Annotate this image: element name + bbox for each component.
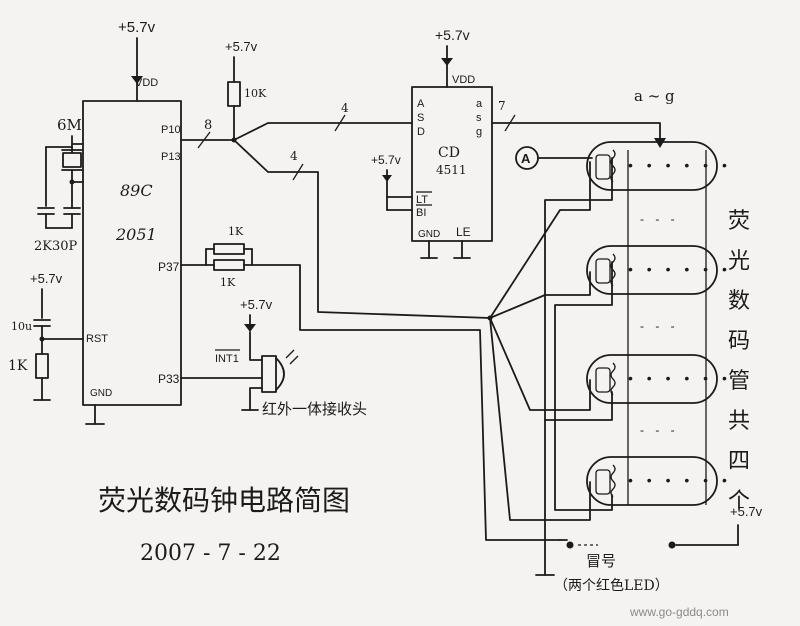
mcu-vdd-label: VDD <box>135 77 158 89</box>
mcu-pin-gnd: GND <box>90 388 112 399</box>
reset-resistor <box>35 353 49 379</box>
mcu-pin-rst: RST <box>86 333 108 345</box>
pullup-value-label: 10K <box>244 87 267 100</box>
decoder-name-line2: 4511 <box>436 163 467 177</box>
svg-text:• • • • • •: • • • • • • <box>628 370 732 386</box>
vfd-display-group: A • • • • • • - - - • • • • • • - - - • … <box>487 141 732 576</box>
decoder-pin-a: A <box>417 98 425 110</box>
svg-text:• • • • • •: • • • • • • <box>628 261 732 277</box>
decoder-pin-s: S <box>417 112 424 124</box>
colon-led-2 <box>668 541 676 549</box>
decoder-pin-lt: LT <box>416 194 428 206</box>
segment-bus-arrow <box>654 138 666 148</box>
decoder-bus-in-count: 4 <box>341 101 349 115</box>
ir-power-label: +5.7v <box>240 297 273 312</box>
resistor-2-label: 1K <box>220 276 236 289</box>
svg-text:• • • • • •: • • • • • • <box>628 157 732 173</box>
node-a-label: A <box>521 151 531 166</box>
mcu-pin-p37: P37 <box>158 260 180 274</box>
vfd-tube-2: • • • • • • <box>586 245 732 295</box>
mcu-pin-int1: INT1 <box>215 353 239 365</box>
decoder-power-arrow <box>441 58 453 66</box>
resistor-1-label: 1K <box>228 225 244 238</box>
mcu-power-arrow <box>131 76 143 84</box>
bus-wiring: 8 4 4 <box>180 101 491 319</box>
decoder-power-label: +5.7v <box>435 27 470 43</box>
mcu-bus-count: 8 <box>204 118 212 133</box>
decoder-out-s: s <box>476 112 482 124</box>
decoder-chip: +5.7v VDD A S D a s g CD 4511 LT BI GND … <box>371 27 675 259</box>
colon-sublabel: （两个红色LED） <box>554 577 669 594</box>
ir-receiver: +5.7v 红外一体接收头 <box>180 297 367 418</box>
segment-bus-label: a ~ g <box>634 87 675 105</box>
mcu-name-line1: 89C <box>120 181 153 200</box>
crystal-caps-label: 2K30P <box>34 239 78 254</box>
p37-resistors: 1K 1K <box>180 225 561 541</box>
tube-spacer-1: - - - <box>640 212 679 226</box>
decoder-pin-d: D <box>417 126 425 138</box>
colon-label: 冒号 <box>586 552 616 570</box>
lt-bi-power-label: +5.7v <box>371 153 401 167</box>
mcu-name-line2: 2051 <box>115 225 157 244</box>
decoder-out-g: g <box>476 126 482 138</box>
vlabel-char-3: 数 <box>728 289 750 314</box>
decoder-pin-le: LE <box>456 225 471 239</box>
crystal-circuit: 6M 2K30P <box>34 116 84 254</box>
vlabel-char-2: 光 <box>728 249 750 274</box>
mcu-chip: +5.7v VDD 89C 2051 P10 P13 P37 INT1 P33 … <box>82 19 240 425</box>
diagram-title: 荧光数码钟电路简图 <box>98 484 350 517</box>
reset-power-label: +5.7v <box>30 271 63 286</box>
mcu-power-label: +5.7v <box>118 19 156 36</box>
vlabel-char-4: 码 <box>728 329 750 354</box>
reset-circuit: +5.7v 10u 1K <box>8 271 84 401</box>
vlabel-char-5: 管 <box>728 369 750 394</box>
resistor-2 <box>213 259 245 271</box>
watermark: www.go-gddq.com <box>629 605 729 619</box>
decoder-name-line1: CD <box>438 145 460 161</box>
crystal-symbol <box>62 152 82 168</box>
mcu-pin-p33: P33 <box>158 372 180 386</box>
vlabel-char-1: 荧 <box>728 209 750 234</box>
reset-cap-label: 10u <box>11 320 32 333</box>
vlabel-char-6: 共 <box>728 409 750 434</box>
vfd-tube-1: • • • • • • <box>586 141 732 191</box>
svg-text:• • • • • •: • • • • • • <box>628 472 732 488</box>
vfd-tube-4: • • • • • • <box>586 456 732 506</box>
mcu-pin-p13: P13 <box>161 151 181 163</box>
vlabel-char-8: 个 <box>728 489 750 514</box>
pullup-resistor <box>227 81 241 107</box>
decoder-out-a: a <box>476 98 483 110</box>
mcu-pin-p10: P10 <box>161 124 181 136</box>
ir-receiver-label: 红外一体接收头 <box>262 400 367 418</box>
decoder-bus-out-count: 7 <box>498 99 506 113</box>
decoder-pin-gnd: GND <box>418 229 440 240</box>
mcu-bus-4-label: 4 <box>290 149 298 163</box>
colon-leds: +5.7v 冒号 （两个红色LED） <box>554 504 763 594</box>
crystal-freq-label: 6M <box>57 116 82 134</box>
vlabel-char-7: 四 <box>728 449 750 474</box>
colon-power-label: +5.7v <box>730 504 763 519</box>
pullup-power-label: +5.7v <box>225 39 258 54</box>
ir-receiver-body <box>261 355 277 393</box>
diagram-date: 2007 - 7 - 22 <box>140 541 281 566</box>
resistor-1 <box>213 243 245 255</box>
reset-res-label: 1K <box>8 358 28 374</box>
vfd-tube-3: • • • • • • <box>586 354 732 404</box>
decoder-vdd-label: VDD <box>452 74 475 86</box>
display-vertical-label: 荧 光 数 码 管 共 四 个 <box>728 209 750 514</box>
pullup-circuit: +5.7v 10K <box>225 39 267 143</box>
colon-led-1 <box>566 541 574 549</box>
tube-spacer-2: - - - <box>640 319 679 333</box>
tube-spacer-3: - - - <box>640 423 679 437</box>
decoder-pin-bi: BI <box>416 207 426 219</box>
